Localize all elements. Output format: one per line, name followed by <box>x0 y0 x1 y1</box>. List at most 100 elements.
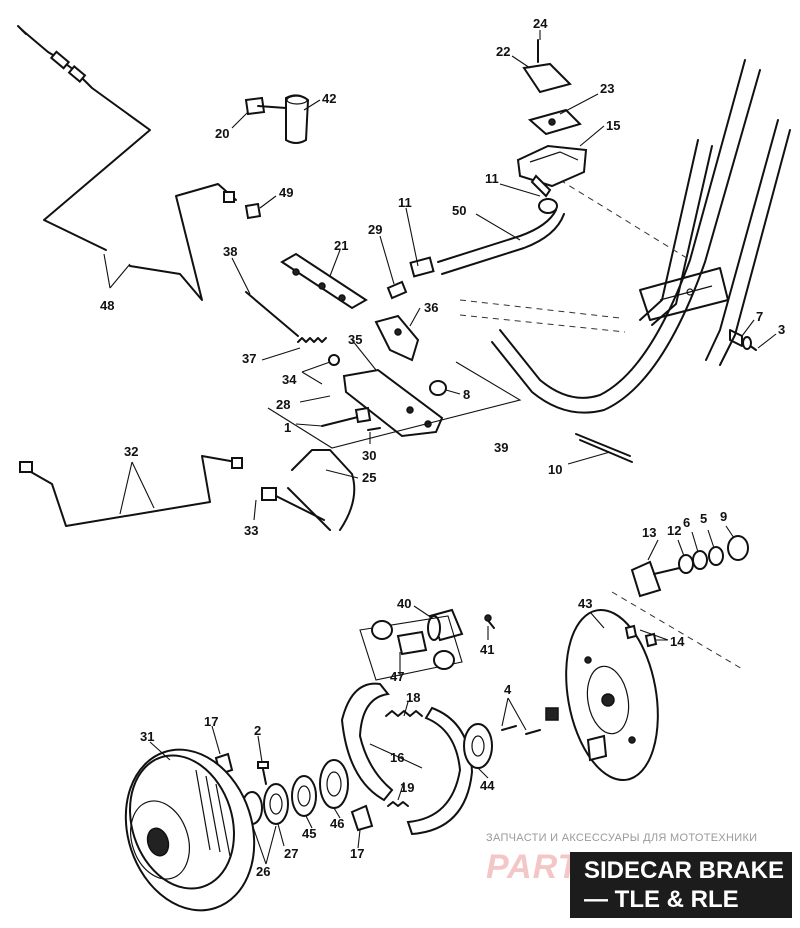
callout-10: 10 <box>548 462 562 477</box>
callout-8: 8 <box>463 387 470 402</box>
brake-rod-25 <box>287 449 356 531</box>
callout-42: 42 <box>322 91 336 106</box>
callout-17-lower: 17 <box>350 846 364 861</box>
brake-rod-21 <box>280 252 368 310</box>
master-cylinder-bracket <box>516 39 588 198</box>
bolt-3-washer-7 <box>729 329 757 351</box>
union-49 <box>244 202 262 220</box>
callout-37: 37 <box>242 351 256 366</box>
union-33 <box>261 487 325 521</box>
clip-17-lower <box>350 804 374 832</box>
title-line-1: SIDECAR BRAKE <box>584 857 785 884</box>
callout-numbers: 24 22 23 15 20 42 49 11 11 50 21 29 38 3… <box>100 16 785 879</box>
brake-drum-31 <box>124 748 256 912</box>
brake-shoe-lower <box>406 706 474 836</box>
bearing-46 <box>319 759 349 809</box>
brake-line-32 <box>19 455 243 527</box>
cotter-pin-10 <box>575 433 633 463</box>
callout-44: 44 <box>480 778 495 793</box>
callout-6: 6 <box>683 515 690 530</box>
stud-13-washers <box>630 535 749 598</box>
cylinder-kit-47 <box>359 615 463 681</box>
bearing-45 <box>291 775 317 817</box>
lever-39 <box>342 368 444 438</box>
title-line-2: — TLE & RLE <box>584 886 739 913</box>
callout-26: 26 <box>256 864 270 879</box>
backing-plate-43 <box>565 608 659 782</box>
nut-8 <box>429 380 447 396</box>
sidecar-frame-tubes <box>491 59 791 414</box>
callout-2: 2 <box>254 723 261 738</box>
callout-23: 23 <box>600 81 614 96</box>
callout-4: 4 <box>504 682 512 697</box>
callout-46: 46 <box>330 816 344 831</box>
callout-1: 1 <box>284 420 291 435</box>
spring-37 <box>297 337 327 343</box>
callout-30: 30 <box>362 448 376 463</box>
callout-28: 28 <box>276 397 290 412</box>
callout-24: 24 <box>533 16 548 31</box>
nut-34 <box>328 354 340 366</box>
rod-38 <box>245 291 299 337</box>
callout-40: 40 <box>397 596 411 611</box>
callout-43: 43 <box>578 596 592 611</box>
frame-dashed-guide-2 <box>459 299 621 319</box>
callout-49: 49 <box>279 185 293 200</box>
clips-4 <box>501 707 559 735</box>
diagram-title-box: SIDECAR BRAKE — TLE & RLE <box>570 852 792 918</box>
callout-7: 7 <box>756 309 763 324</box>
wheel-cylinder-40 <box>427 608 464 642</box>
callout-29: 29 <box>368 222 382 237</box>
brake-shoe-upper <box>340 682 394 802</box>
spring-19 <box>387 801 409 807</box>
callout-35: 35 <box>348 332 362 347</box>
callout-9: 9 <box>720 509 727 524</box>
watermark-text: ЗАПЧАСТИ И АКСЕССУАРЫ ДЛЯ МОТОТЕХНИКИ <box>486 832 758 844</box>
bearing-27 <box>263 783 289 825</box>
brake-line-48 <box>17 25 237 301</box>
brake-hose-50 <box>409 198 565 278</box>
stud-2 <box>257 761 269 785</box>
callout-15: 15 <box>606 118 620 133</box>
frame-dashed-guide <box>559 179 691 261</box>
callout-20: 20 <box>215 126 229 141</box>
callout-22: 22 <box>496 44 510 59</box>
callout-12: 12 <box>667 523 681 538</box>
bolts-14 <box>624 624 658 648</box>
callout-31: 31 <box>140 729 154 744</box>
frame-dashed-guide-3 <box>459 314 626 333</box>
callout-41: 41 <box>480 642 494 657</box>
clevis-36 <box>374 314 420 362</box>
bolt-1 <box>321 406 372 427</box>
screw-41 <box>484 614 495 629</box>
callout-33: 33 <box>244 523 258 538</box>
dashed-guide-13 <box>611 591 745 671</box>
callout-27: 27 <box>284 846 298 861</box>
callout-14: 14 <box>670 634 685 649</box>
callout-50: 50 <box>452 203 466 218</box>
callout-48: 48 <box>100 298 114 313</box>
callout-39: 39 <box>494 440 508 455</box>
callout-16: 16 <box>390 750 404 765</box>
pin-29 <box>386 280 408 300</box>
callout-3: 3 <box>778 322 785 337</box>
callout-5: 5 <box>700 511 707 526</box>
callout-18: 18 <box>406 690 420 705</box>
fitting-20-42 <box>244 94 310 144</box>
callout-13: 13 <box>642 525 656 540</box>
callout-21: 21 <box>334 238 348 253</box>
callout-45: 45 <box>302 826 316 841</box>
callout-34: 34 <box>282 372 297 387</box>
callout-19: 19 <box>400 780 414 795</box>
callout-47: 47 <box>390 669 404 684</box>
leader-lines <box>103 30 777 865</box>
callout-11-upper: 11 <box>398 195 412 210</box>
seal-44 <box>463 723 493 769</box>
callout-25: 25 <box>362 470 376 485</box>
group-39-bracket <box>267 361 522 449</box>
callout-38: 38 <box>223 244 237 259</box>
callout-36: 36 <box>424 300 438 315</box>
spring-18 <box>385 710 423 717</box>
callout-32: 32 <box>124 444 138 459</box>
